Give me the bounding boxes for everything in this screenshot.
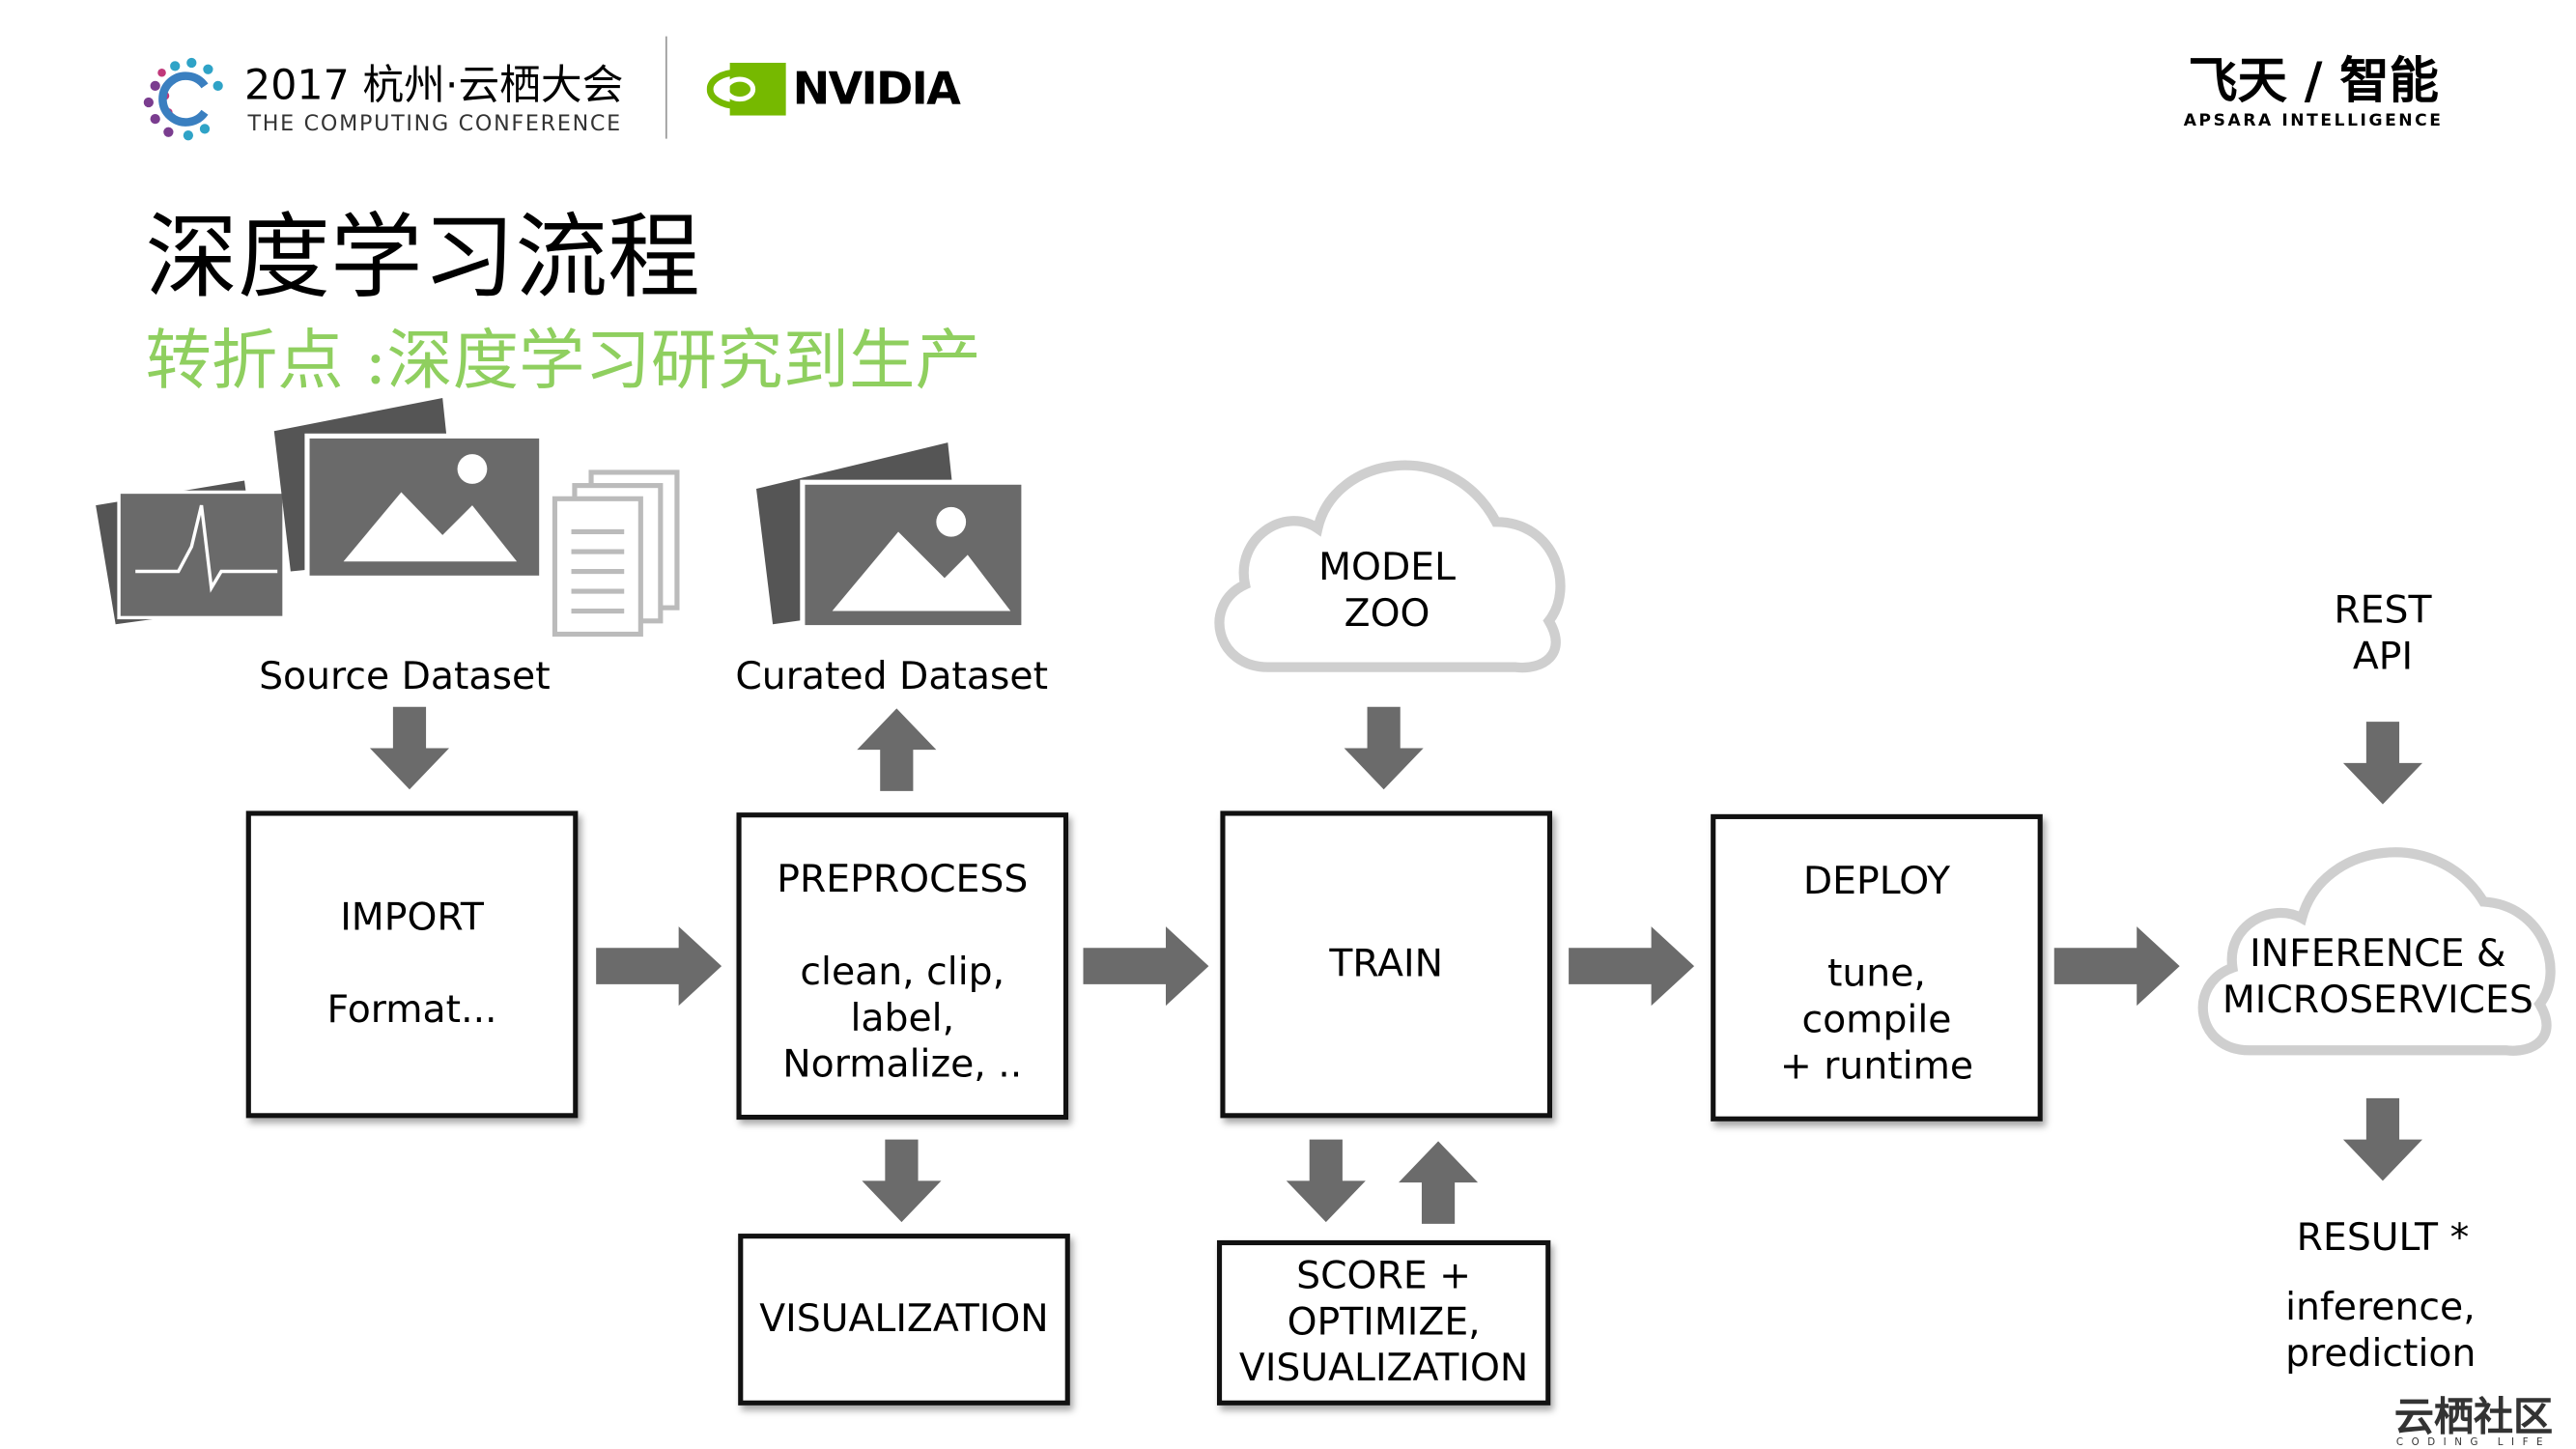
- arrow-deploy-to-inference-icon: [2053, 926, 2180, 1007]
- conference-title: 2017 杭州·云栖大会: [244, 61, 624, 109]
- arrow-deploy-to-inference-shape: [2053, 926, 2180, 1007]
- arrow-modelzoo-to-train-shape: [1344, 706, 1424, 790]
- arrow-inference-to-result-icon: [2342, 1097, 2422, 1181]
- arrow-inference-to-result-shape: [2342, 1097, 2422, 1181]
- curated-dataset-images-icon: [755, 442, 1027, 631]
- rest-api-line-2: API: [2352, 636, 2414, 679]
- preprocess-detail-2: label,: [850, 997, 955, 1041]
- score-line-3: VISUALIZATION: [1238, 1348, 1529, 1391]
- preprocess-detail-1: clean, clip,: [800, 951, 1005, 995]
- curated-dataset-label: Curated Dataset: [735, 655, 1049, 699]
- arrow-import-to-preprocess-icon: [596, 926, 722, 1007]
- model-zoo-line-2: ZOO: [1344, 592, 1430, 637]
- page-title: 深度学习流程: [145, 204, 700, 313]
- watermark-sub: CODING LIFE: [2395, 1436, 2552, 1449]
- ecg-stack-icon: [96, 480, 286, 625]
- arrow-restapi-to-inference-icon: [2342, 722, 2422, 805]
- inference-label: INFERENCE & MICROSERVICES: [2196, 931, 2560, 1024]
- arrow-train-to-deploy-icon: [1569, 926, 1695, 1007]
- result-detail-2: prediction: [2285, 1332, 2477, 1377]
- landscape-stack-icon: [273, 398, 545, 581]
- arrow-score-to-train-shape: [1399, 1141, 1479, 1224]
- watermark: 云栖社区 CODING LIFE: [2393, 1393, 2554, 1449]
- result-title: RESULT *: [2296, 1216, 2470, 1261]
- deploy-detail-3: + runtime: [1779, 1045, 1974, 1089]
- inference-line-2: MICROSERVICES: [2222, 979, 2534, 1023]
- apsara-subtitle: APSARA INTELLIGENCE: [2183, 112, 2444, 131]
- source-dataset-images-icon: [96, 398, 680, 638]
- deploy-detail-2: compile: [1801, 999, 1952, 1042]
- visualization-title: VISUALIZATION: [759, 1297, 1049, 1342]
- apsara-logo-text: 飞天 / 智能: [2188, 52, 2439, 111]
- rest-api-label: REST API: [2300, 588, 2465, 681]
- arrow-preprocess-to-train-icon: [1083, 926, 1209, 1007]
- model-zoo-label: MODEL ZOO: [1255, 545, 1519, 638]
- apsara-logo: 飞天 / 智能 APSARA INTELLIGENCE: [2176, 53, 2450, 130]
- nvidia-logo: NVIDIA: [706, 62, 961, 116]
- conference-dots-icon: [143, 57, 223, 141]
- arrow-import-to-preprocess-shape: [596, 926, 722, 1007]
- conference-logo: 2017 杭州·云栖大会 THE COMPUTING CONFERENCE: [139, 49, 635, 142]
- preprocess-title: PREPROCESS: [777, 858, 1029, 902]
- arrow-score-to-train-icon: [1399, 1141, 1479, 1224]
- nvidia-eye-icon: [706, 62, 786, 116]
- conference-subtitle: THE COMPUTING CONFERENCE: [247, 112, 622, 137]
- preprocess-detail-3: Normalize, ..: [782, 1043, 1023, 1087]
- import-box: IMPORT Format...: [245, 810, 579, 1119]
- arrow-preprocess-to-visualization-icon: [862, 1139, 942, 1223]
- rest-api-line-1: REST: [2334, 589, 2432, 633]
- score-line-2: OPTIMIZE,: [1287, 1301, 1481, 1345]
- arrow-train-to-deploy-shape: [1569, 926, 1695, 1007]
- preprocess-box: PREPROCESS clean, clip, label, Normalize…: [736, 812, 1069, 1121]
- source-dataset-label: Source Dataset: [259, 655, 551, 699]
- deploy-title: DEPLOY: [1802, 860, 1951, 904]
- inference-line-1: INFERENCE &: [2250, 932, 2506, 977]
- import-title: IMPORT: [340, 896, 484, 940]
- arrow-modelzoo-to-train-icon: [1344, 706, 1424, 790]
- arrow-source-to-import-icon: [369, 706, 450, 790]
- result-detail: inference, prediction: [2285, 1285, 2476, 1378]
- arrow-preprocess-to-curated-icon: [857, 708, 937, 791]
- nvidia-wordmark: NVIDIA: [792, 63, 961, 115]
- arrow-preprocess-to-train-shape: [1083, 926, 1209, 1007]
- header-divider: [665, 36, 667, 139]
- watermark-text: 云栖社区: [2393, 1393, 2554, 1440]
- arrow-preprocess-to-visualization-shape: [862, 1139, 942, 1223]
- result-detail-1: inference,: [2285, 1286, 2476, 1330]
- score-line-1: SCORE +: [1296, 1255, 1472, 1298]
- deploy-box: DEPLOY tune, compile + runtime: [1711, 813, 2043, 1122]
- deploy-detail-1: tune,: [1826, 952, 1926, 996]
- model-zoo-cloud-icon: [1214, 460, 1566, 673]
- train-box: TRAIN: [1220, 810, 1553, 1119]
- arrow-restapi-to-inference-shape: [2342, 722, 2422, 805]
- document-stack-icon: [552, 469, 680, 638]
- score-box: SCORE + OPTIMIZE, VISUALIZATION: [1216, 1239, 1551, 1406]
- model-zoo-line-1: MODEL: [1318, 546, 1457, 590]
- page-subtitle: 转折点 :深度学习研究到生产: [145, 324, 981, 400]
- arrow-preprocess-to-curated-shape: [857, 708, 937, 791]
- visualization-box: VISUALIZATION: [738, 1234, 1070, 1406]
- arrow-source-to-import-shape: [369, 706, 450, 790]
- train-title: TRAIN: [1329, 943, 1444, 986]
- import-detail: Format...: [326, 989, 497, 1033]
- inference-cloud-icon: [2197, 847, 2556, 1056]
- arrow-train-to-score-icon: [1286, 1139, 1366, 1223]
- arrow-train-to-score-shape: [1286, 1139, 1366, 1223]
